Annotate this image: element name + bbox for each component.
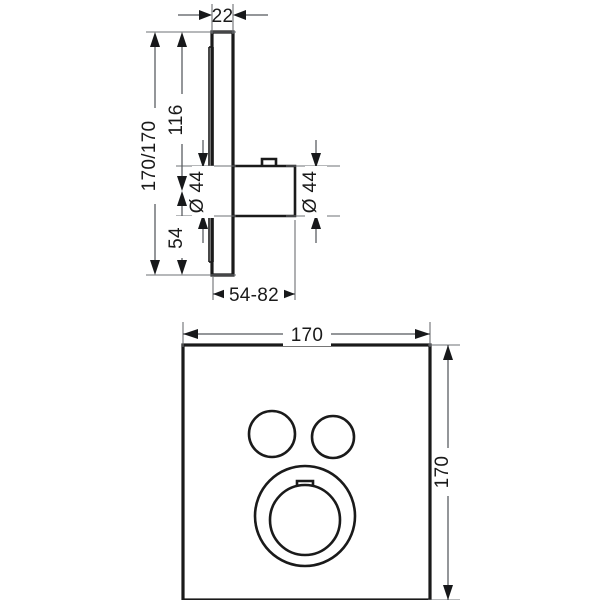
dim-label-front-height: 170 (432, 456, 453, 489)
dim-label-projection-depth: 54-82 (229, 285, 279, 306)
arrow-head (177, 176, 187, 191)
arrow-head (198, 153, 208, 168)
arrow-head (415, 329, 430, 339)
arrow-head (198, 214, 208, 229)
arrow-head (311, 214, 321, 229)
dim-label-total-height: 170/170 (139, 121, 160, 192)
dim-bore-diameter-left: Ø 44 (187, 140, 214, 243)
dim-plate-thickness-22: 22 (178, 4, 268, 34)
arrow-head (443, 345, 453, 360)
dim-label-bore-right: Ø 44 (300, 171, 321, 214)
dim-label-bore-left: Ø 44 (187, 171, 208, 214)
button-left-outline[interactable] (247, 409, 297, 459)
front-view-group: 170 170 (181, 322, 460, 600)
arrow-head (183, 329, 198, 339)
side-cylinder-body (233, 157, 297, 218)
arrow-head (177, 32, 187, 47)
dim-front-width-170: 170 (182, 322, 431, 347)
arrow-head (233, 10, 246, 20)
dim-axis-to-bottom-54: 54 (166, 191, 193, 275)
arrow-head (443, 585, 453, 600)
button-right-outline[interactable] (310, 414, 356, 460)
arrow-head (177, 191, 187, 206)
dim-label-axis-to-bottom: 54 (166, 227, 187, 249)
arrow-head (213, 289, 226, 299)
thermostat-dial-outer-ring[interactable] (253, 464, 357, 568)
dim-label-top-to-axis: 116 (166, 104, 187, 135)
dim-label-plate-thickness: 22 (212, 6, 234, 27)
arrow-head (282, 289, 295, 299)
arrow-head (311, 153, 321, 168)
arrow-head (177, 260, 187, 275)
dim-top-to-axis-116: 116 (166, 32, 193, 191)
arrow-head (199, 10, 212, 20)
dim-label-front-width: 170 (291, 325, 324, 346)
arrow-head (150, 260, 160, 275)
dim-bore-diameter-right: Ø 44 (300, 140, 327, 243)
side-view-group: 22 170/170 (139, 4, 340, 306)
arrow-head (150, 32, 160, 47)
dim-front-height-170: 170 (428, 344, 460, 600)
dim-total-height-170-170: 170/170 (139, 32, 166, 275)
thermostat-dial-index-tab (295, 479, 315, 487)
dim-projection-depth-54-82: 54-82 (212, 220, 296, 306)
thermostat-dial-inner-knob[interactable] (268, 483, 342, 557)
